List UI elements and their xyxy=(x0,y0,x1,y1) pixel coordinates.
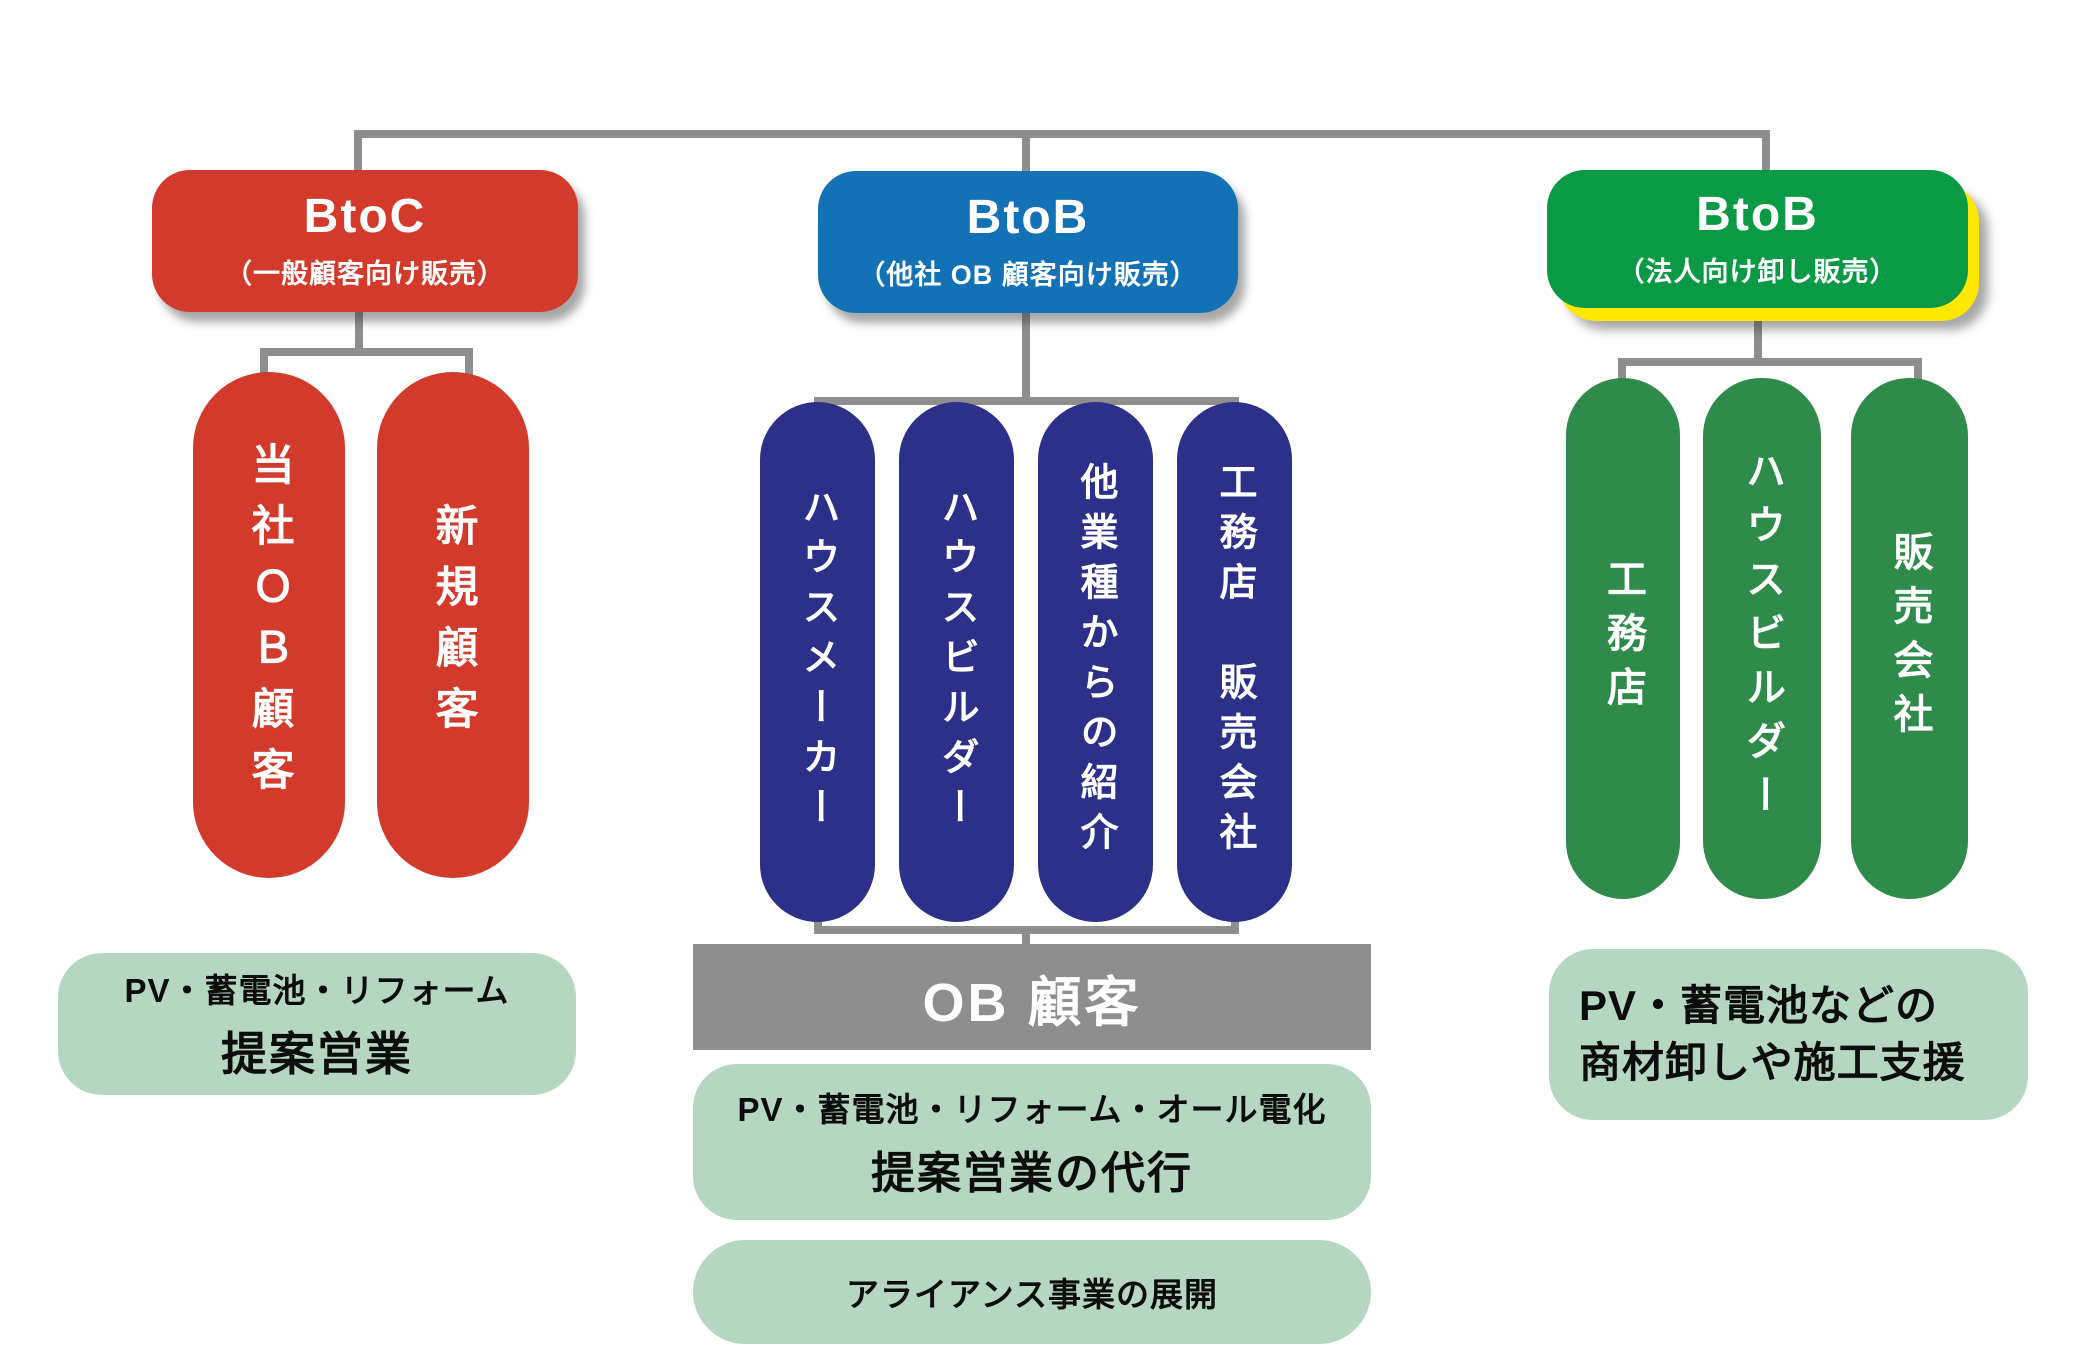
btob-ob-title: BtoB xyxy=(966,191,1090,245)
btob-ob-header: BtoB （他社 OB 顧客向け販売） xyxy=(818,171,1238,313)
btob-ob-bracket-bottom xyxy=(814,868,1239,934)
btoc-note-box: PV・蓄電池・リフォーム 提案営業 xyxy=(58,953,576,1095)
btob-ob-pill-house-builder-label: ハウスビルダー xyxy=(935,487,977,837)
btob-corp-note-box: PV・蓄電池などの 商材卸しや施工支援 xyxy=(1549,949,2028,1120)
btob-ob-note-box-1: PV・蓄電池・リフォーム・オール電化 提案営業の代行 xyxy=(693,1064,1371,1220)
btob-ob-pill-house-maker-label: ハウスメーカー xyxy=(796,487,838,837)
btoc-subtitle: （一般顧客向け販売） xyxy=(225,258,505,289)
btoc-note-line2: 提案営業 xyxy=(221,1028,413,1080)
btoc-pill-new-customers-label: 新規顧客 xyxy=(429,503,477,747)
btob-ob-pill-koumuten-hanbai: 工務店 販売会社 xyxy=(1177,402,1292,922)
btob-ob-bracket-top xyxy=(814,397,1239,433)
btoc-stub xyxy=(355,312,363,352)
btob-corp-stub xyxy=(1754,308,1762,362)
btob-corp-pill-koumuten: 工務店 xyxy=(1566,378,1680,899)
btob-ob-pill-house-builder: ハウスビルダー xyxy=(899,402,1014,922)
btob-ob-pill-house-maker: ハウスメーカー xyxy=(760,402,875,922)
btob-ob-stub-to-graybox xyxy=(1022,926,1030,948)
ob-customer-box: OB 顧客 xyxy=(693,944,1371,1050)
btob-ob-note2-label: アライアンス事業の展開 xyxy=(845,1276,1219,1313)
connector-drop-right xyxy=(1762,130,1770,174)
btob-ob-note1-line1: PV・蓄電池・リフォーム・オール電化 xyxy=(737,1091,1327,1128)
btoc-bracket xyxy=(260,348,473,386)
ob-customer-label: OB 顧客 xyxy=(922,972,1142,1033)
btob-corp-pill-sales-company: 販売会社 xyxy=(1851,378,1968,899)
btoc-title: BtoC xyxy=(303,190,427,244)
btob-ob-pill-referrals-label: 他業種からの紹介 xyxy=(1074,462,1116,862)
btob-corp-pill-sales-company-label: 販売会社 xyxy=(1887,530,1932,747)
btob-corp-pill-koumuten-label: 工務店 xyxy=(1601,557,1645,720)
connector-drop-left xyxy=(354,130,362,174)
btob-ob-subtitle: （他社 OB 顧客向け販売） xyxy=(858,259,1198,290)
btob-corp-note-line1: PV・蓄電池などの xyxy=(1579,981,1939,1029)
btob-corp-subtitle: （法人向け卸し販売） xyxy=(1617,256,1898,287)
btob-corp-header: BtoB （法人向け卸し販売） xyxy=(1547,170,1968,308)
btob-corp-pill-house-builder: ハウスビルダー xyxy=(1703,378,1821,899)
btoc-header: BtoC （一般顧客向け販売） xyxy=(152,170,578,312)
btob-corp-pill-house-builder-label: ハウスビルダー xyxy=(1740,449,1784,828)
btob-corp-bracket xyxy=(1618,358,1922,394)
btoc-pill-own-ob-customers: 当社ＯＢ顧客 xyxy=(193,372,345,878)
btob-ob-pill-koumuten-hanbai-label: 工務店 販売会社 xyxy=(1213,462,1255,862)
btoc-pill-own-ob-customers-label: 当社ＯＢ顧客 xyxy=(245,442,293,808)
btob-ob-note1-line2: 提案営業の代行 xyxy=(871,1149,1193,1198)
btob-corp-note-line2: 商材卸しや施工支援 xyxy=(1579,1038,1966,1086)
btob-corp-title: BtoB xyxy=(1696,188,1819,242)
btob-ob-stub xyxy=(1022,313,1030,401)
connector-drop-center xyxy=(1022,130,1030,176)
btoc-note-line1: PV・蓄電池・リフォーム xyxy=(124,972,510,1009)
connector-top-horizontal xyxy=(354,130,1770,138)
btob-ob-pill-referrals: 他業種からの紹介 xyxy=(1038,402,1153,922)
btob-ob-note-box-2: アライアンス事業の展開 xyxy=(693,1240,1371,1344)
btoc-pill-new-customers: 新規顧客 xyxy=(377,372,529,878)
